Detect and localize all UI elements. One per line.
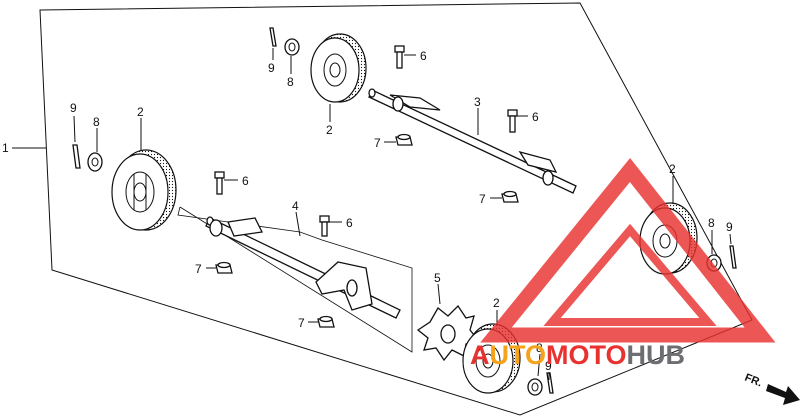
- callout-8-bottom: 8: [536, 341, 543, 355]
- callout-6-d: 6: [346, 216, 353, 230]
- nut-7-a: [395, 133, 413, 146]
- callout-6-c: 6: [242, 174, 249, 188]
- callout-7-d: 7: [298, 316, 305, 330]
- bolt-6-d: [319, 215, 330, 237]
- callout-9-bottom: 9: [545, 359, 552, 373]
- nut-7-d: [317, 315, 335, 328]
- callout-8-top: 8: [287, 75, 294, 89]
- nut-7-b: [501, 190, 519, 203]
- sprocket-5: [416, 304, 480, 362]
- watermark-text: AUTOMOTOHUB: [470, 340, 685, 370]
- subassembly-frame: [177, 206, 413, 353]
- direction-label: FR.: [743, 372, 764, 390]
- callout-6-a: 6: [420, 49, 427, 63]
- callout-2-top: 2: [326, 123, 333, 137]
- callout-3: 3: [474, 95, 481, 109]
- callout-9-left: 9: [70, 101, 77, 115]
- callout-8-left: 8: [93, 115, 100, 129]
- bolt-6-c: [214, 171, 225, 195]
- wheel-left: [111, 149, 177, 231]
- cotter-pin-top: [269, 27, 277, 47]
- axle-3: [368, 88, 577, 194]
- washer-left: [87, 152, 103, 172]
- washer-bottom: [527, 378, 543, 396]
- cotter-pin-right: [729, 245, 737, 269]
- cotter-pin-left: [72, 144, 81, 169]
- callout-7-a: 7: [374, 136, 381, 150]
- callout-4: 4: [292, 199, 299, 213]
- axle-4: [205, 216, 401, 319]
- callout-9-top: 9: [268, 61, 275, 75]
- cotter-pin-bottom: [546, 372, 554, 394]
- callout-1: 1: [2, 141, 9, 155]
- callout-9-right: 9: [726, 220, 733, 234]
- nut-7-c: [215, 261, 233, 274]
- watermark-logo: [480, 157, 776, 343]
- callout-2-right: 2: [669, 162, 676, 176]
- callout-7-c: 7: [195, 262, 202, 276]
- callout-2-bottom: 2: [493, 296, 500, 310]
- callout-6-b: 6: [532, 110, 539, 124]
- wheel-top: [310, 33, 367, 103]
- callout-2-left: 2: [137, 105, 144, 119]
- direction-arrow-icon: [766, 384, 800, 405]
- bolt-6-b: [507, 109, 518, 133]
- washer-top: [284, 38, 300, 56]
- callout-8-right: 8: [708, 216, 715, 230]
- assembly-frame: [39, 2, 753, 416]
- callout-7-b: 7: [479, 192, 486, 206]
- bolt-6-a: [394, 45, 405, 69]
- callout-5: 5: [434, 271, 441, 285]
